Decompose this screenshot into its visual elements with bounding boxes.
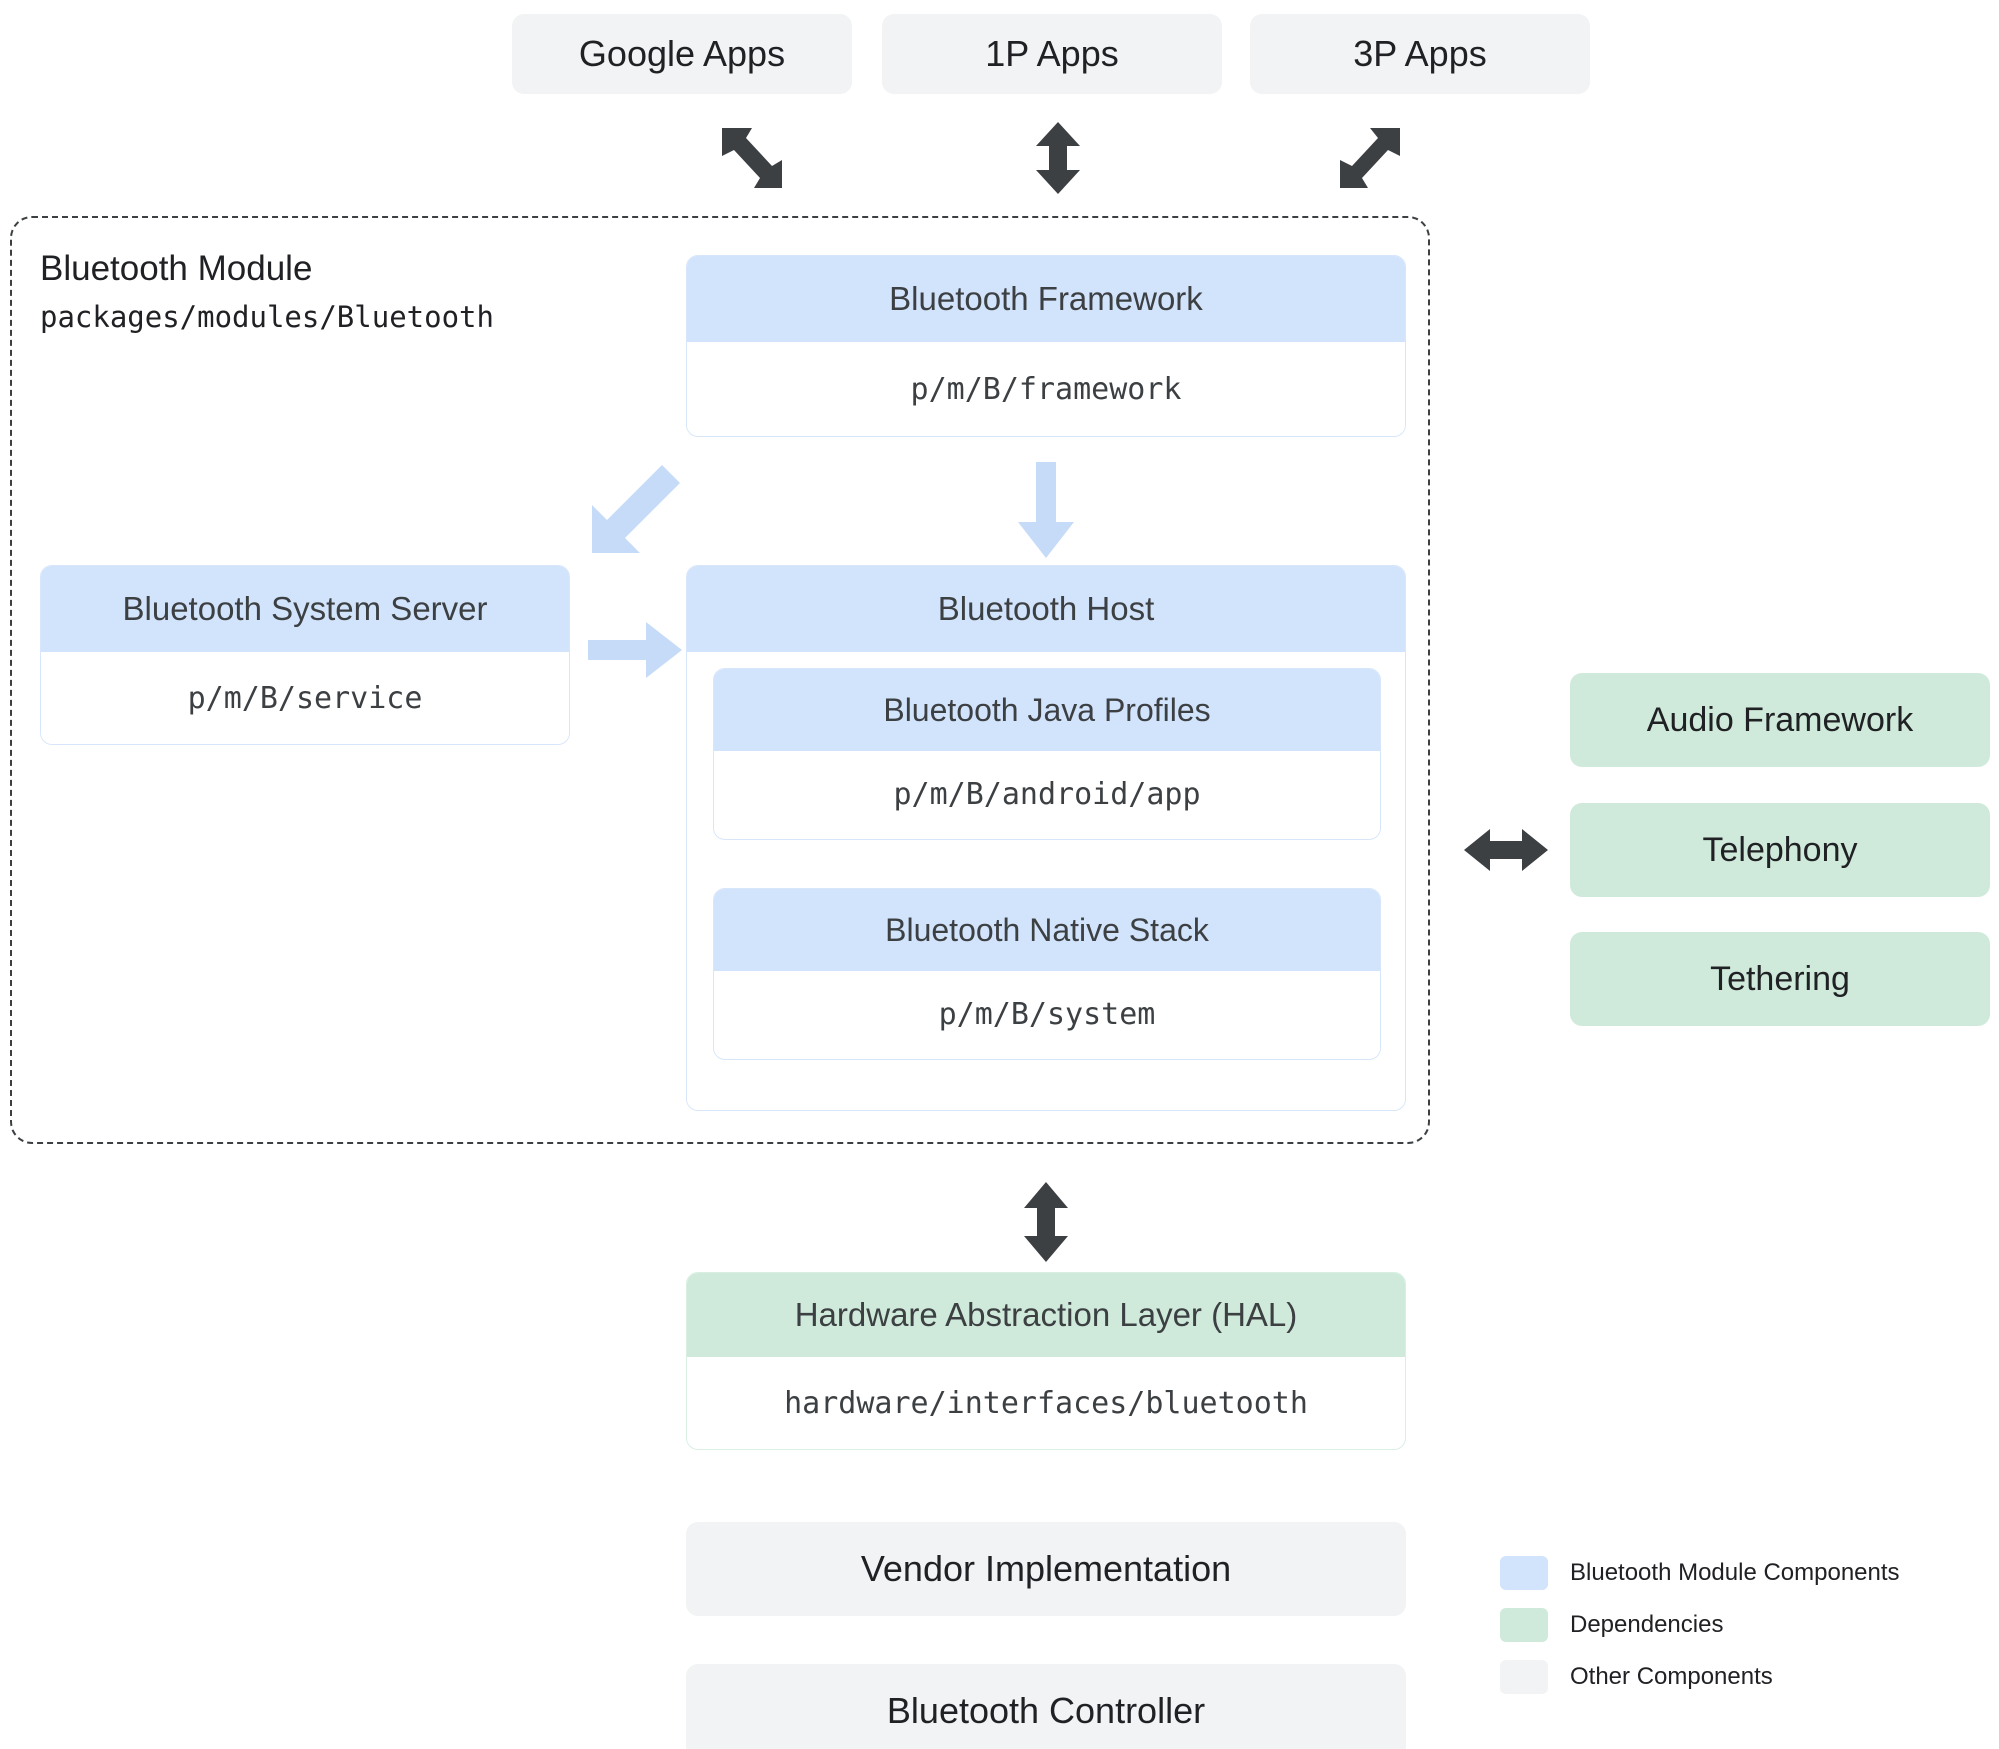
- app-box-1p-apps[interactable]: 1P Apps: [882, 14, 1222, 94]
- legend-item-other-components: Other Components: [1500, 1651, 1900, 1703]
- bluetooth-java-profiles-card[interactable]: Bluetooth Java Profiles p/m/B/android/ap…: [713, 668, 1381, 840]
- vendor-implementation-label: Vendor Implementation: [860, 1548, 1232, 1589]
- legend-label-module-components: Bluetooth Module Components: [1570, 1559, 1900, 1586]
- app-box-3p-apps-label: 3P Apps: [1353, 33, 1487, 74]
- bluetooth-module-boundary: [10, 216, 1430, 1144]
- app-box-3p-apps[interactable]: 3P Apps: [1250, 14, 1590, 94]
- bluetooth-java-profiles-title: Bluetooth Java Profiles: [714, 669, 1380, 751]
- arrow-1p-apps-to-module: [1036, 122, 1080, 194]
- bluetooth-module-title: Bluetooth Module: [40, 249, 313, 288]
- bluetooth-native-stack-path: p/m/B/system: [714, 971, 1380, 1058]
- dependency-box-tethering[interactable]: Tethering: [1570, 932, 1990, 1026]
- bluetooth-controller-label: Bluetooth Controller: [886, 1690, 1206, 1731]
- hal-path: hardware/interfaces/bluetooth: [687, 1357, 1405, 1449]
- bluetooth-system-server-card[interactable]: Bluetooth System Server p/m/B/service: [40, 565, 570, 745]
- arrow-framework-to-system-server: [592, 465, 680, 553]
- app-box-google-apps-label: Google Apps: [578, 33, 786, 74]
- dependency-box-telephony-label: Telephony: [1702, 830, 1858, 869]
- hal-title: Hardware Abstraction Layer (HAL): [687, 1273, 1405, 1357]
- legend-item-dependencies: Dependencies: [1500, 1599, 1900, 1651]
- dependency-box-tethering-label: Tethering: [1710, 959, 1850, 998]
- app-box-google-apps[interactable]: Google Apps: [512, 14, 852, 94]
- app-box-1p-apps-label: 1P Apps: [985, 33, 1119, 74]
- dependency-box-audio-framework[interactable]: Audio Framework: [1570, 673, 1990, 767]
- arrow-system-server-to-host: [588, 622, 682, 678]
- arrow-module-to-hal: [1024, 1182, 1068, 1262]
- bluetooth-native-stack-title: Bluetooth Native Stack: [714, 889, 1380, 971]
- legend-label-dependencies: Dependencies: [1570, 1611, 1724, 1638]
- bluetooth-framework-path: p/m/B/framework: [687, 342, 1405, 436]
- bluetooth-host-title: Bluetooth Host: [687, 566, 1405, 652]
- dependency-box-telephony[interactable]: Telephony: [1570, 803, 1990, 897]
- legend-swatch-green: [1500, 1608, 1548, 1642]
- vendor-implementation-box[interactable]: Vendor Implementation: [686, 1522, 1406, 1616]
- bluetooth-framework-title: Bluetooth Framework: [687, 256, 1405, 342]
- arrow-host-to-dependencies: [1464, 829, 1548, 871]
- dependency-box-audio-framework-label: Audio Framework: [1646, 700, 1914, 739]
- legend: Bluetooth Module Components Dependencies…: [1500, 1547, 1900, 1703]
- bluetooth-host-body: Bluetooth Java Profiles p/m/B/android/ap…: [687, 652, 1405, 1110]
- bluetooth-system-server-title: Bluetooth System Server: [41, 566, 569, 652]
- legend-swatch-blue: [1500, 1556, 1548, 1590]
- legend-label-other-components: Other Components: [1570, 1663, 1773, 1690]
- hal-card[interactable]: Hardware Abstraction Layer (HAL) hardwar…: [686, 1272, 1406, 1450]
- bluetooth-module-path: packages/modules/Bluetooth: [40, 300, 494, 334]
- bluetooth-controller-box[interactable]: Bluetooth Controller: [686, 1664, 1406, 1749]
- arrow-google-apps-to-module: [722, 128, 782, 188]
- legend-swatch-grey: [1500, 1660, 1548, 1694]
- arrow-3p-apps-to-module: [1340, 128, 1400, 188]
- arrow-framework-to-host: [1018, 462, 1074, 558]
- bluetooth-system-server-path: p/m/B/service: [41, 652, 569, 744]
- bluetooth-native-stack-card[interactable]: Bluetooth Native Stack p/m/B/system: [713, 888, 1381, 1060]
- bluetooth-host-card[interactable]: Bluetooth Host Bluetooth Java Profiles p…: [686, 565, 1406, 1111]
- bluetooth-java-profiles-path: p/m/B/android/app: [714, 751, 1380, 838]
- bluetooth-framework-card[interactable]: Bluetooth Framework p/m/B/framework: [686, 255, 1406, 437]
- legend-item-module-components: Bluetooth Module Components: [1500, 1547, 1900, 1599]
